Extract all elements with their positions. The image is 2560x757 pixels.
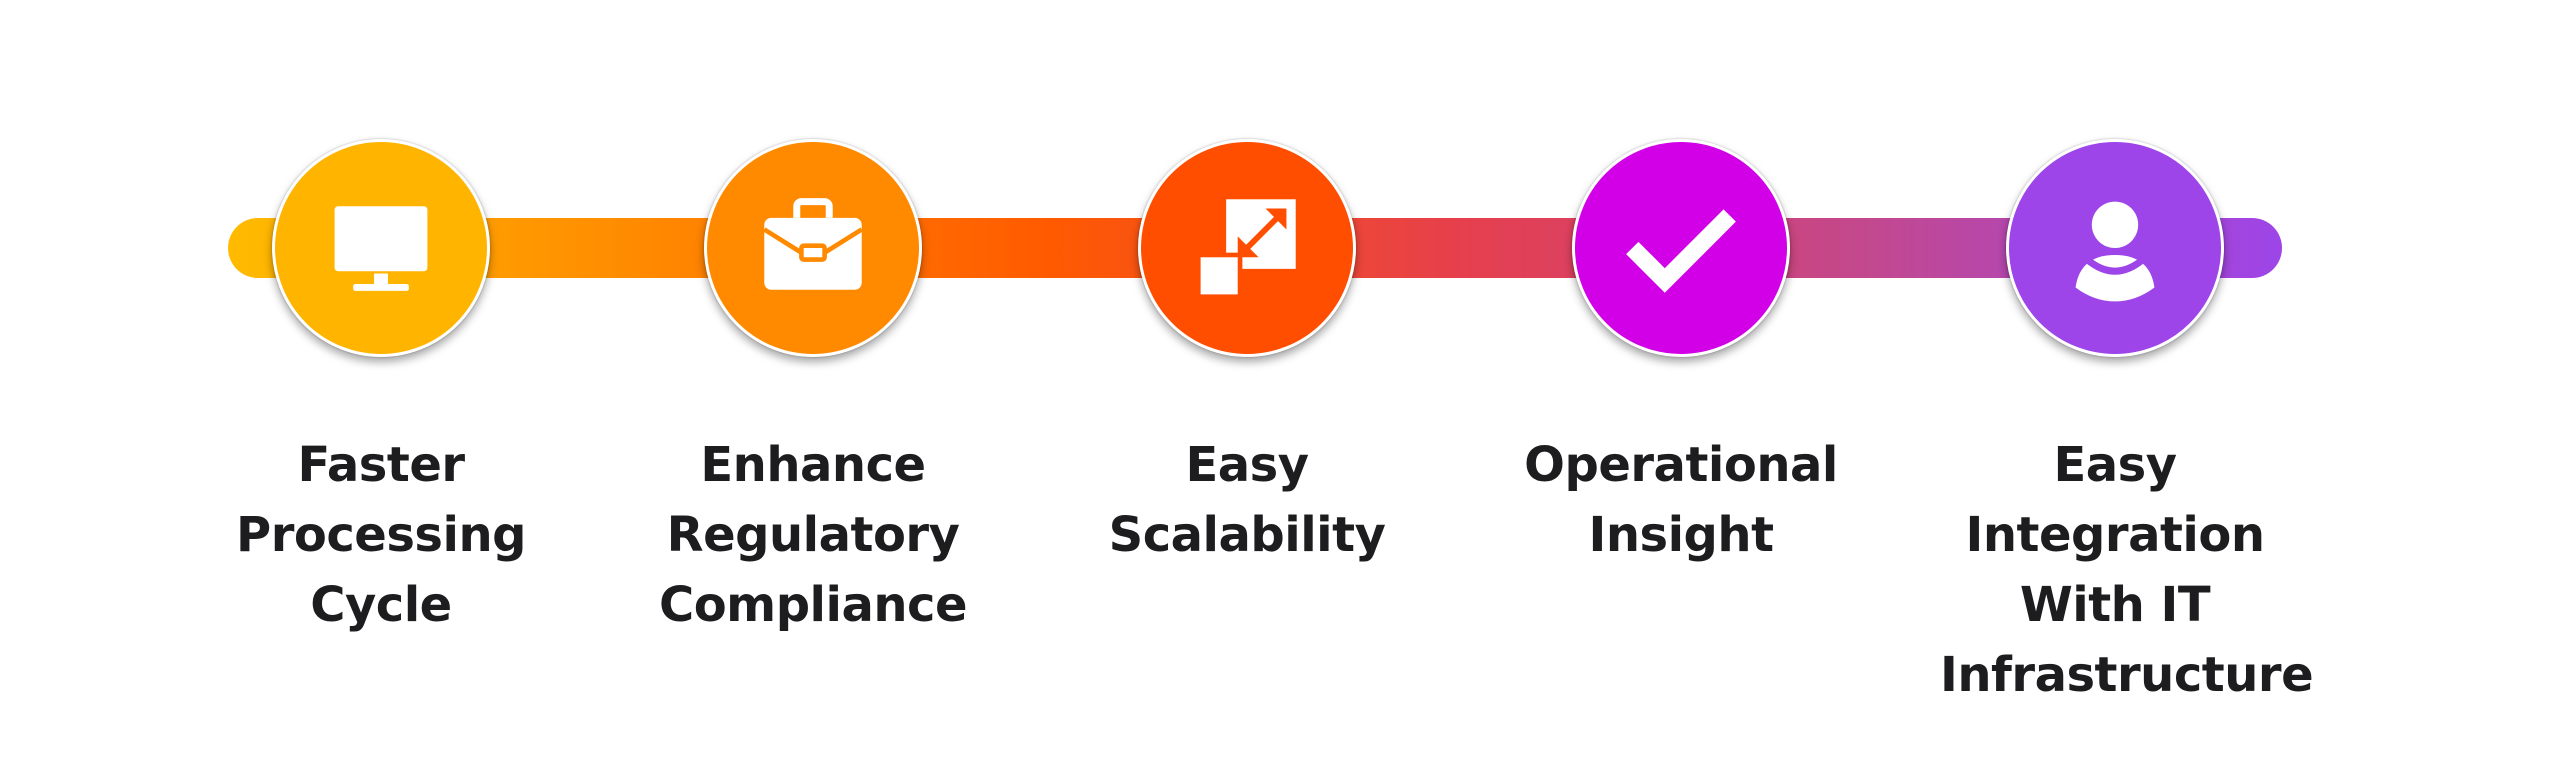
step-label-easy-scalability: Easy Scalability [1082,430,1412,570]
step-label-easy-integration: Easy Integration With IT Infrastructure [1940,430,2314,710]
label-line: With IT [2019,577,2211,633]
label-line: Compliance [658,577,968,633]
label-line: Operational [1524,437,1838,493]
step-node-easy-integration [2006,139,2224,357]
user-icon [2057,190,2173,306]
resize-expand-icon [1189,190,1305,306]
label-line: Infrastructure [1940,647,2314,703]
step-node-faster-processing [272,139,490,357]
step-node-regulatory-compliance [704,139,922,357]
monitor-icon [323,190,439,306]
label-line: Easy [1185,437,1309,493]
label-line: Regulatory [666,507,960,563]
checkmark-icon [1623,190,1739,306]
briefcase-icon [755,190,871,306]
label-line: Insight [1588,507,1774,563]
step-label-faster-processing: Faster Processing Cycle [216,430,546,640]
label-line: Scalability [1108,507,1386,563]
step-node-operational-insight [1572,139,1790,357]
label-line: Processing [236,507,526,563]
step-node-easy-scalability [1138,139,1356,357]
label-line: Cycle [310,577,452,633]
label-line: Enhance [700,437,926,493]
step-label-regulatory-compliance: Enhance Regulatory Compliance [648,430,978,640]
label-line: Easy Integration [1965,437,2266,563]
label-line: Faster [297,437,465,493]
step-label-operational-insight: Operational Insight [1516,430,1846,570]
